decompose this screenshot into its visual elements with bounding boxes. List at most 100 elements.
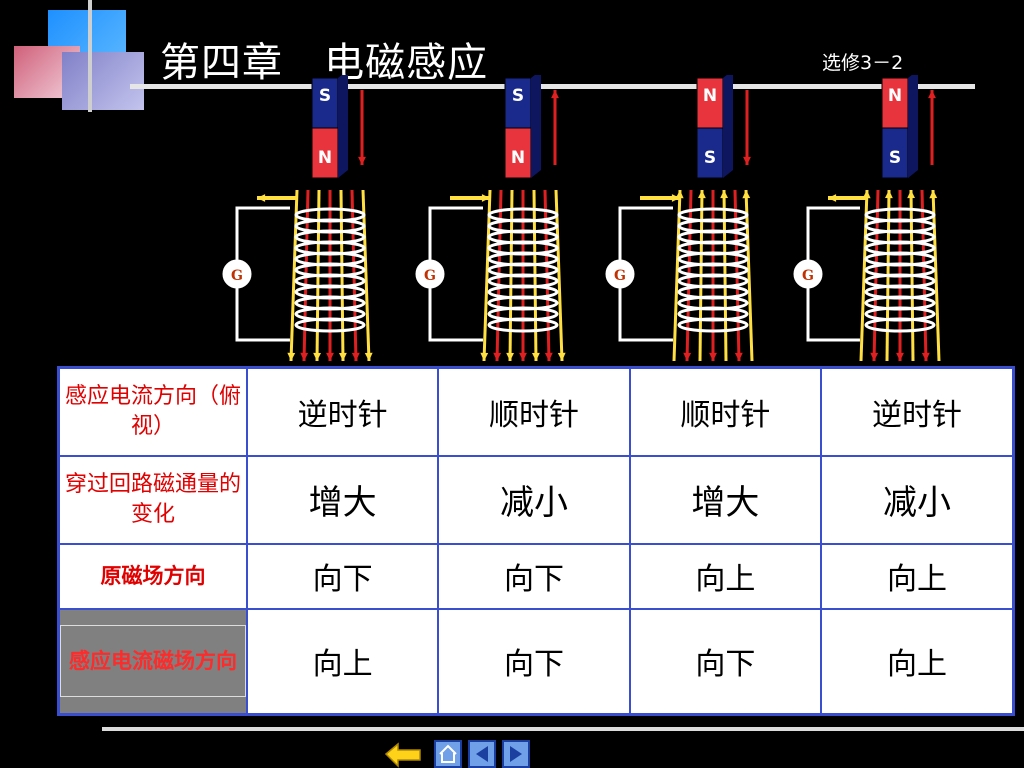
- table-cell: 向上: [628, 542, 823, 610]
- table-row: 感应电流磁场方向 向上 向下 向下 向上: [57, 607, 1015, 716]
- magnet-top-label: S: [512, 86, 524, 106]
- field-line-head: [742, 190, 751, 199]
- field-line-head: [519, 352, 527, 361]
- field-line-head: [351, 352, 360, 361]
- galvanometer-label: G: [802, 268, 814, 284]
- field-line-head: [907, 190, 916, 199]
- page-title: 第四章 电磁感应: [160, 40, 489, 86]
- field-line: [744, 189, 754, 362]
- table-cell: 逆时针: [820, 366, 1015, 458]
- field-line-head: [531, 352, 540, 361]
- table-cell: 向下: [628, 607, 823, 716]
- result-table: 感应电流方向（俯视） 逆时针 顺时针 顺时针 逆时针 穿过回路磁通量的变化 增大…: [57, 366, 1015, 716]
- table-cell: 向下: [245, 542, 440, 610]
- magnet-bottom-label: N: [318, 148, 332, 168]
- table-cell: 向下: [437, 542, 631, 610]
- coil-loop: [487, 317, 559, 333]
- motion-arrow-head: [743, 156, 751, 165]
- table-cell: 逆时针: [245, 366, 440, 458]
- decor-square-purple: [62, 52, 144, 110]
- galvanometer-label: G: [614, 268, 626, 284]
- table-cell: 增大: [628, 455, 823, 545]
- field-line-head: [862, 190, 871, 199]
- field-line-head: [338, 352, 347, 361]
- coil-loop: [677, 317, 749, 333]
- field-line-head: [544, 352, 553, 361]
- field-line-head: [734, 352, 743, 361]
- galvanometer: [415, 259, 445, 289]
- next-icon[interactable]: [502, 740, 530, 768]
- magnet-bottom-pole: [881, 127, 909, 179]
- row-header-label: 感应电流磁场方向: [60, 625, 246, 698]
- magnet-top-label: N: [888, 86, 902, 106]
- magnet-side: [531, 75, 541, 178]
- field-line-head: [921, 352, 930, 361]
- magnet-top-label: S: [319, 86, 331, 106]
- field-line-head: [506, 352, 515, 361]
- header-underline: [130, 84, 975, 89]
- galvanometer: [605, 259, 635, 289]
- table-row: 原磁场方向 向下 向下 向上 向上: [57, 542, 1015, 610]
- table-cell: 向下: [437, 607, 631, 716]
- field-line-head: [884, 190, 893, 199]
- motion-arrow-head: [928, 90, 936, 99]
- current-arrow-head: [257, 194, 266, 202]
- table-cell: 向上: [820, 542, 1015, 610]
- row-header: 穿过回路磁通量的变化: [57, 455, 248, 545]
- footer-line: [102, 727, 1024, 731]
- coil-loop: [294, 317, 366, 333]
- field-line-head: [287, 352, 296, 361]
- magnet-side: [908, 75, 918, 178]
- magnet-bottom-pole: [696, 127, 724, 179]
- field-line-head: [675, 190, 684, 199]
- motion-arrow-head: [358, 156, 366, 165]
- galvanometer: [793, 259, 823, 289]
- field-line: [289, 189, 299, 362]
- coil-loop: [864, 317, 936, 333]
- page-subtitle: 选修3－2: [822, 52, 904, 74]
- table-cell: 向上: [820, 607, 1015, 716]
- magnet-bottom-pole: [311, 127, 339, 179]
- current-arrow-head: [828, 194, 837, 202]
- current-arrow-head: [671, 194, 680, 202]
- table-row: 穿过回路磁通量的变化 增大 减小 增大 减小: [57, 455, 1015, 545]
- field-line-head: [364, 352, 373, 361]
- magnet-side: [723, 75, 733, 178]
- field-line-head: [709, 352, 717, 361]
- field-line-head: [697, 190, 706, 199]
- row-header: 感应电流方向（俯视）: [57, 366, 248, 458]
- field-line-head: [557, 352, 566, 361]
- previous-icon[interactable]: [468, 740, 496, 768]
- table-row: 感应电流方向（俯视） 逆时针 顺时针 顺时针 逆时针: [57, 366, 1015, 458]
- field-line: [672, 189, 682, 362]
- table-cell: 向上: [245, 607, 440, 716]
- field-line-head: [720, 190, 729, 199]
- galvanometer-label: G: [231, 268, 243, 284]
- motion-arrow-head: [551, 90, 559, 99]
- row-header-highlighted: 感应电流磁场方向: [57, 607, 248, 716]
- field-line: [361, 189, 371, 362]
- field-line-head: [313, 352, 322, 361]
- galvanometer: [222, 259, 252, 289]
- field-line: [931, 189, 941, 362]
- field-line-head: [896, 352, 904, 361]
- field-line: [482, 189, 492, 362]
- galvanometer-label: G: [424, 268, 436, 284]
- table-cell: 顺时针: [628, 366, 823, 458]
- magnet-top-label: N: [703, 86, 717, 106]
- field-line-head: [300, 352, 309, 361]
- field-line-head: [683, 352, 692, 361]
- field-line-head: [870, 352, 879, 361]
- decor-vertical-line: [88, 0, 92, 112]
- field-line-head: [480, 352, 489, 361]
- field-line-head: [929, 190, 938, 199]
- magnet-top-pole: [504, 77, 532, 129]
- table-cell: 增大: [245, 455, 440, 545]
- home-icon[interactable]: [434, 740, 462, 768]
- table-cell: 减小: [820, 455, 1015, 545]
- current-arrow-head: [481, 194, 490, 202]
- field-line-head: [326, 352, 334, 361]
- magnet-bottom-label: N: [511, 148, 525, 168]
- return-icon[interactable]: [384, 740, 424, 768]
